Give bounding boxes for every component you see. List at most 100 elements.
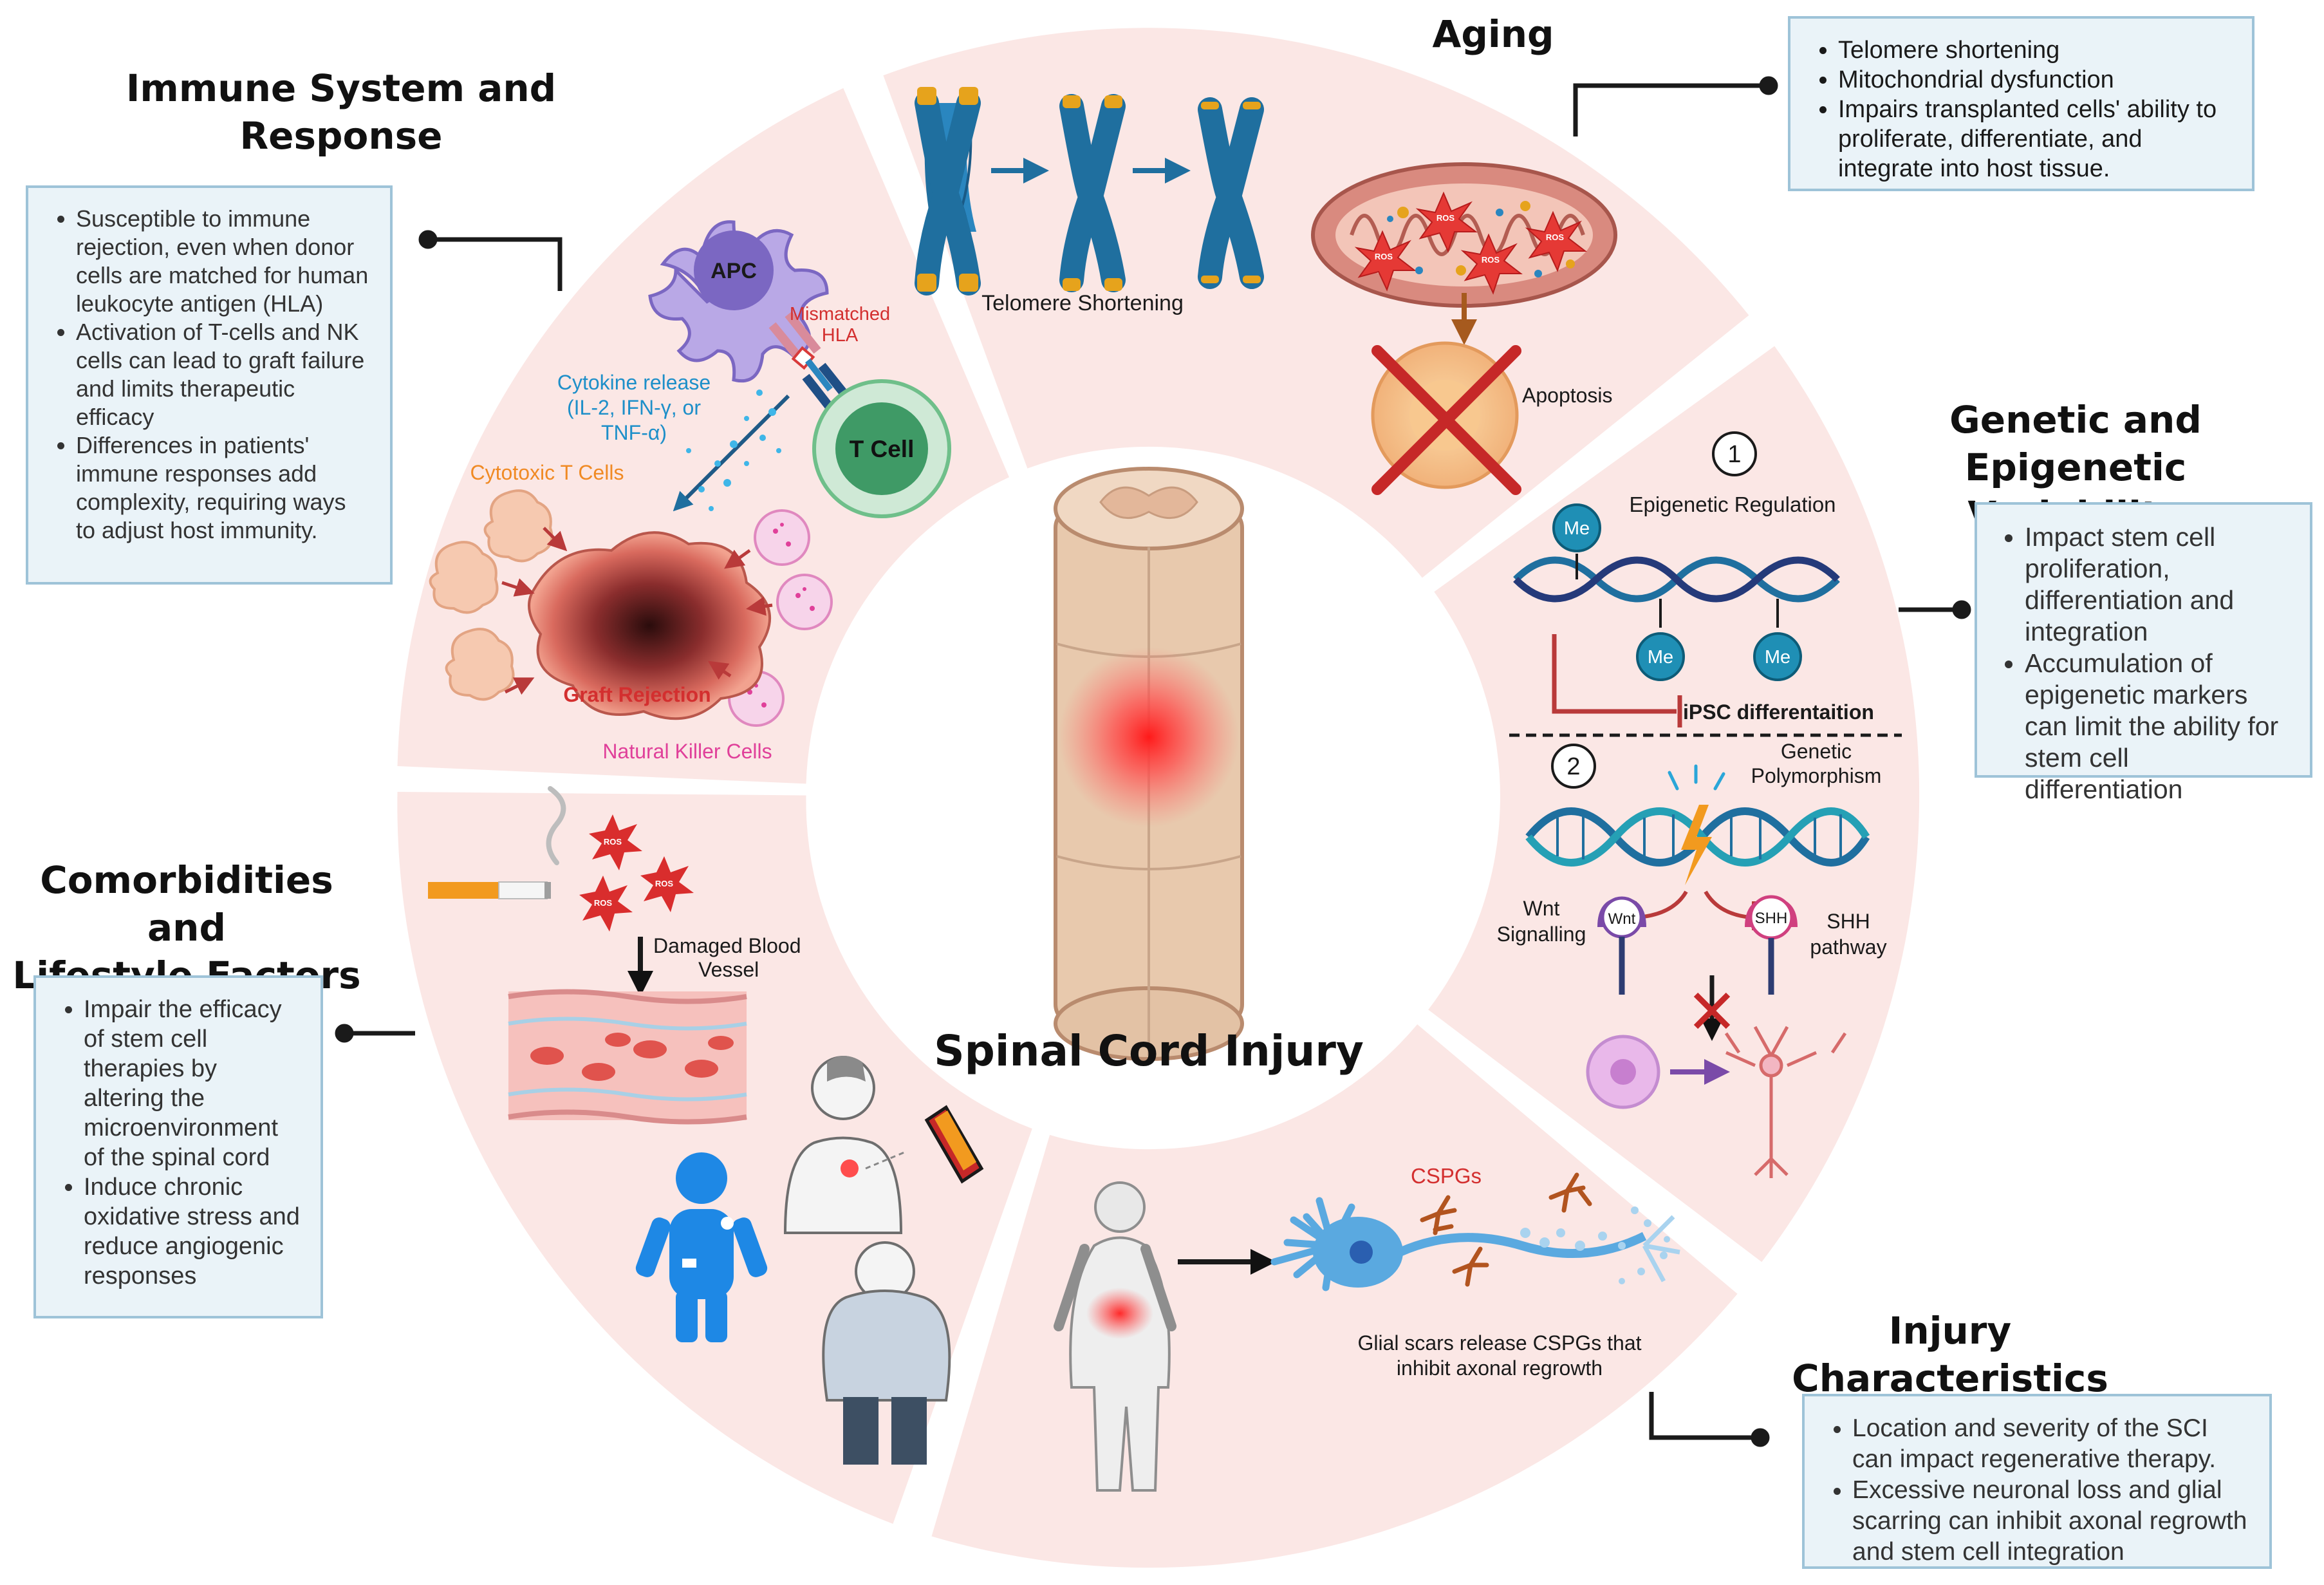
chromosome-1: [915, 87, 981, 295]
methyl-groups: Me Me Me: [1552, 503, 1802, 681]
blood-vessel: [508, 989, 747, 1125]
ros-label-3: ROS: [1482, 255, 1500, 265]
ros-label-4: ROS: [1546, 232, 1565, 242]
cytokine-line2: (IL-2, IFN-γ, or: [567, 396, 701, 419]
apc-label: APC: [711, 259, 757, 283]
immune-info-box: Susceptible to immune rejection, even wh…: [26, 185, 393, 585]
step-2-marker: [1551, 744, 1596, 789]
ros-label-6: ROS: [594, 898, 613, 908]
glial-caption-line2: inhibit axonal regrowth: [1397, 1356, 1603, 1380]
comorbidities-info-box: Impair the efficacy of stem cell therapi…: [33, 975, 323, 1318]
me-label-2: Me: [1648, 647, 1673, 668]
chest-pain-figure: [783, 1056, 905, 1234]
immune-bullet-2: Activation of T-cells and NK cells can l…: [76, 318, 371, 431]
genetic-polymorphism-line1: Genetic: [1781, 740, 1852, 763]
comorbidities-bullets: Impair the efficacy of stem cell therapi…: [55, 995, 301, 1291]
injury-bullet-2: Excessive neuronal loss and glial scarri…: [1852, 1475, 2250, 1568]
stem-cell: [1586, 1035, 1660, 1109]
comorbidities-title-line1: Comorbidities and: [40, 858, 333, 950]
immune-bullet-3: Differences in patients' immune response…: [76, 431, 371, 545]
neuron-cell: [1724, 1026, 1847, 1178]
aging-info-box: Telomere shortening Mitochondrial dysfun…: [1788, 16, 2254, 191]
diabetes-child-figure: [635, 1152, 768, 1342]
me-label-1: Me: [1564, 518, 1590, 539]
shh-receptor-label: SHH: [1755, 910, 1788, 927]
cigarette-icon: [428, 786, 566, 899]
t-cell: T Cell: [812, 379, 951, 518]
mismatched-hla-line1: Mismatched: [790, 304, 890, 324]
wnt-receptor: Wnt: [1597, 896, 1646, 995]
ros-label-1: ROS: [1375, 252, 1393, 261]
wnt-signalling-line2: Signalling: [1497, 923, 1586, 946]
spinal-cord: [1054, 467, 1244, 1061]
genetic-bullet-1: Impact stem cell proliferation, differen…: [2025, 521, 2291, 648]
step-2-label: 2: [1566, 753, 1580, 780]
aging-bullets: Telomere shortening Mitochondrial dysfun…: [1810, 35, 2233, 183]
injury-bullet-1: Location and severity of the SCI can imp…: [1852, 1413, 2250, 1475]
mutation-bolt-icon: [1668, 764, 1725, 885]
epigenetic-dna: [1513, 556, 1840, 603]
wnt-receptor-label: Wnt: [1608, 910, 1636, 928]
immune-bullets: Susceptible to immune rejection, even wh…: [48, 205, 371, 545]
apoptosis-cell: [1371, 341, 1521, 495]
ipsc-differentiation-label: iPSC differentaition: [1683, 700, 1874, 724]
ros-label-5: ROS: [604, 837, 622, 847]
me-label-3: Me: [1765, 647, 1790, 668]
comorbidities-bullet-1: Impair the efficacy of stem cell therapi…: [84, 995, 301, 1172]
wnt-signalling-line1: Wnt: [1523, 897, 1560, 920]
telomere-shortening-label: Telomere Shortening: [981, 291, 1184, 315]
t-cell-label: T Cell: [850, 436, 915, 462]
aging-bullet-1: Telomere shortening: [1838, 35, 2233, 65]
cytotoxic-t-cells: [429, 489, 553, 701]
aging-title: Aging: [1432, 12, 1554, 56]
cytokine-release: Cytokine release (IL-2, IFN-γ, or TNF-α): [557, 371, 790, 512]
cytokine-line1: Cytokine release: [557, 371, 711, 394]
cspg-scars: [1420, 1172, 1592, 1287]
shh-receptor: SHH: [1745, 895, 1798, 995]
cspgs-label: CSPGs: [1411, 1164, 1482, 1188]
back-pain-figure: [1054, 1181, 1176, 1492]
injury-title: Injury Characteristics: [1792, 1309, 2108, 1400]
sector-genetic: [1428, 346, 1920, 1262]
damaged-vessel-line2: Vessel: [698, 958, 759, 981]
obesity-figure: [822, 1241, 951, 1465]
connectors: [335, 76, 1971, 1447]
aging-bullet-2: Mitochondrial dysfunction: [1838, 65, 2233, 95]
genetic-bullets: Impact stem cell proliferation, differen…: [1996, 521, 2291, 805]
injury-info-box: Location and severity of the SCI can imp…: [1802, 1394, 2272, 1569]
blocked-differentiation: [1693, 975, 1731, 1041]
genetic-title-line1: Genetic and Epigenetic: [1949, 398, 2202, 489]
natural-killer-cells-label: Natural Killer Cells: [602, 740, 772, 763]
epigenetic-regulation-label: Epigenetic Regulation: [1629, 492, 1836, 516]
immune-title: Immune System and Response: [97, 64, 586, 160]
cytotoxic-t-cells-label: Cytotoxic T Cells: [470, 461, 624, 484]
aging-bullet-3: Impairs transplanted cells' ability to p…: [1838, 95, 2233, 183]
ros-label-2: ROS: [1436, 213, 1455, 223]
step-1-label: 1: [1727, 441, 1741, 468]
chromosome-3: [1198, 97, 1264, 289]
comorbidities-bullet-2: Induce chronic oxidative stress and redu…: [84, 1172, 301, 1291]
immune-bullet-1: Susceptible to immune rejection, even wh…: [76, 205, 371, 318]
injury-bullets: Location and severity of the SCI can imp…: [1824, 1413, 2250, 1568]
cytokine-line3: TNF-α): [601, 421, 667, 444]
immune-title-line2: Response: [239, 114, 443, 158]
ros-label-7: ROS: [655, 879, 674, 888]
clogged-artery-icon: [924, 1105, 984, 1184]
immune-title-line1: Immune System and: [125, 66, 557, 110]
damaged-vessel-line1: Damaged Blood: [653, 934, 801, 957]
chromosome-2: [1059, 94, 1126, 292]
genetic-bullet-2: Accumulation of epigenetic markers can l…: [2025, 648, 2291, 805]
nk-cells: [728, 509, 833, 727]
center-title: Spinal Cord Injury: [934, 1026, 1364, 1076]
graft-rejection-label: Graft Rejection: [563, 683, 711, 706]
glial-neuron: [1270, 1197, 1680, 1291]
apoptosis-label: Apoptosis: [1522, 384, 1613, 407]
shh-pathway-line2: pathway: [1810, 935, 1886, 959]
mitochondrion: ROS ROS ROS ROS: [1311, 162, 1617, 308]
shh-pathway-line1: SHH: [1827, 910, 1870, 933]
glial-caption-line1: Glial scars release CSPGs that: [1357, 1331, 1641, 1355]
step-1-marker: [1712, 431, 1757, 476]
ros-burst-group: [579, 814, 694, 932]
